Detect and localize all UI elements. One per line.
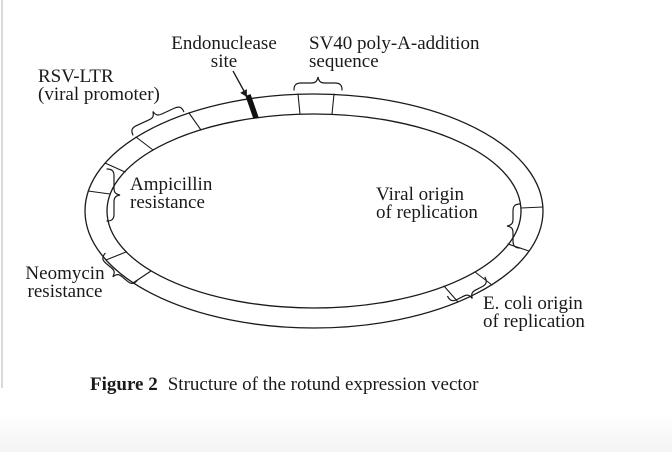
label-line: Endonuclease	[171, 33, 277, 54]
label-line: sequence	[309, 51, 379, 72]
plasmid-outer-ring	[84, 93, 544, 329]
segment-dividers	[87, 93, 544, 303]
ampicillin-brace	[106, 168, 121, 222]
label-line: E. coli origin	[483, 293, 583, 314]
label-line: Ampicillin	[130, 174, 213, 195]
sv40-brace	[293, 76, 343, 91]
label-line: resistance	[27, 281, 103, 302]
endonuclease-site-mark	[245, 94, 259, 119]
ecoli-origin-brace	[447, 276, 487, 302]
endonuclease-arrow	[232, 70, 247, 97]
neomycin-brace	[102, 252, 138, 285]
figure-number: Figure 2	[90, 374, 158, 395]
page-edge-left	[1, 0, 3, 388]
label-line: Neomycin	[25, 263, 105, 284]
label-line: RSV-LTR	[38, 66, 114, 87]
label-line: SV40 poly-A-addition	[309, 33, 480, 54]
figure-caption-text: Structure of the rotund expression vecto…	[167, 374, 479, 395]
rsv-ltr-brace	[131, 106, 185, 136]
label-ecoli-origin: E. coli origin of replication	[483, 293, 585, 332]
label-line: site	[210, 51, 238, 72]
label-line: of replication	[483, 311, 585, 332]
label-rsv-ltr: RSV-LTR (viral promoter)	[38, 66, 160, 105]
label-sv40-polya: SV40 poly-A-addition sequence	[309, 33, 480, 72]
plasmid-inner-ring	[106, 113, 522, 309]
label-line: (viral promoter)	[38, 84, 160, 105]
label-endonuclease-site: Endonuclease site	[160, 33, 288, 72]
label-viral-origin: Viral origin of replication	[376, 184, 478, 223]
figure-caption: Figure 2 Structure of the rotund expressi…	[90, 374, 479, 396]
label-line: resistance	[130, 192, 205, 213]
label-line: Viral origin	[376, 184, 465, 205]
label-line: of replication	[376, 202, 478, 223]
label-neomycin-resistance: Neomycin resistance	[12, 263, 118, 302]
viral-origin-brace	[506, 203, 521, 249]
viewer-bottom-shade	[0, 416, 672, 452]
label-ampicillin-resistance: Ampicillin resistance	[130, 174, 213, 213]
